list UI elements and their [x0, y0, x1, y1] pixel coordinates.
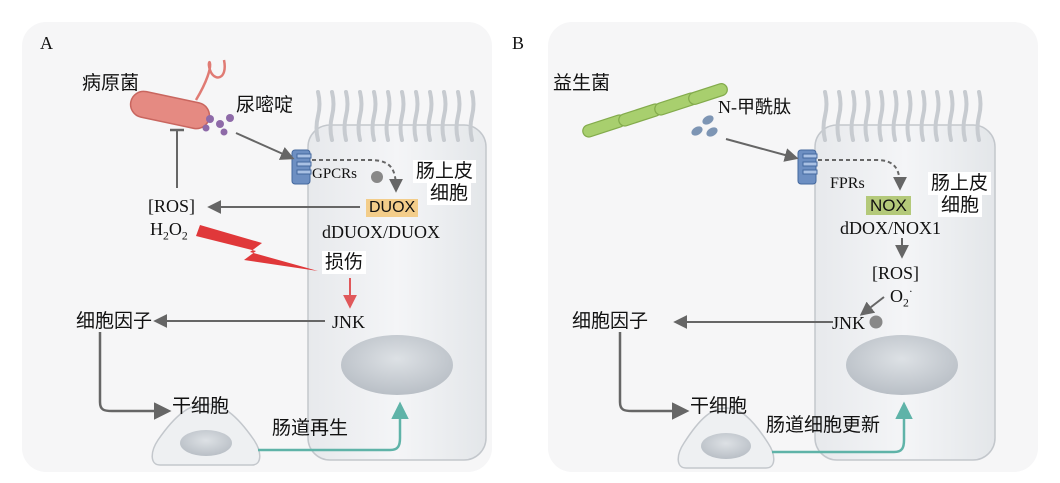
- panel-b-cytokine-label: 细胞因子: [572, 310, 649, 332]
- gpcrs-label: GPCRs: [312, 166, 358, 182]
- gpcr-to-duox-arrow: [312, 159, 403, 193]
- panel-a-signal-node-icon: [371, 171, 383, 183]
- probiotic-bacteria-icon: [582, 83, 728, 138]
- panel-a-cell-label-line2: 细胞: [427, 182, 472, 205]
- damage-bolt-icon: [196, 225, 318, 271]
- fpr-receptor-icon: [797, 149, 818, 185]
- fpr-to-nox-arrow: [818, 159, 907, 191]
- pathogen-label: 病原菌: [82, 72, 140, 94]
- panel-a-microvilli: [314, 90, 476, 142]
- h2o2-o: O: [168, 219, 182, 239]
- n-formyl-peptide-icon: [691, 115, 718, 137]
- panel-b-jnk-label: JNK: [832, 313, 866, 333]
- panel-a-stem-cell-label: 干细胞: [172, 395, 230, 417]
- panel-a-cytokine-label: 细胞因子: [76, 310, 153, 332]
- panel-a-epithelial-cell: [307, 90, 487, 461]
- superoxide-label: O2·: [890, 286, 913, 309]
- h2o2-label: H2O2: [150, 220, 188, 242]
- duox-label: DUOX: [366, 199, 419, 217]
- uracil-dots-icon: [202, 114, 234, 136]
- panel-b-microvilli: [821, 90, 983, 142]
- dduox-label: dDUOX/DUOX: [322, 222, 440, 242]
- cytokine-to-stemcell-arrow: [98, 332, 172, 420]
- uracil-to-gpcr-arrow: [235, 132, 295, 160]
- panel-b-ros-label: [ROS]: [872, 263, 920, 283]
- panel-a-letter: A: [40, 33, 53, 53]
- o2-sub: 2: [903, 296, 909, 310]
- uracil-label: 尿嘧啶: [236, 94, 294, 116]
- panel-b-signal-node-icon: [869, 315, 883, 329]
- panel-b-nucleus: [846, 335, 958, 395]
- panel-b-cell-label-line2: 细胞: [938, 194, 983, 217]
- ros-label: [ROS]: [148, 196, 196, 216]
- o2-radical-dot: ·: [908, 285, 913, 298]
- peptide-to-fpr-arrow: [725, 138, 799, 162]
- regeneration-label: 肠道再生: [272, 417, 349, 439]
- panel-b-cell-label-line1: 肠上皮: [928, 172, 992, 195]
- panel-b-stem-cell: [677, 407, 775, 469]
- panel-a-jnk-label: JNK: [332, 312, 366, 332]
- panel-b-stem-cell-label: 干细胞: [690, 395, 748, 417]
- renewal-arrow: [772, 401, 913, 454]
- nox-label: NOX: [866, 196, 911, 215]
- h2o2-sub1: 2: [163, 229, 169, 243]
- h2o2-sub2: 2: [181, 229, 188, 243]
- regeneration-arrow: [258, 401, 409, 452]
- gpcr-receptor-icon: [291, 149, 312, 185]
- panel-a-stem-cell: [151, 403, 261, 466]
- o2-o: O: [890, 286, 903, 306]
- ddox-label: dDOX/NOX1: [840, 218, 941, 238]
- panel-a-cell-label-line1: 肠上皮: [413, 160, 477, 183]
- renewal-label: 肠道细胞更新: [766, 414, 881, 436]
- panel-b-cytokine-to-stemcell-arrow: [618, 332, 690, 420]
- h2o2-h: H: [150, 219, 163, 239]
- probiotic-label: 益生菌: [553, 72, 611, 94]
- n-formyl-peptide-label: N-甲酰肽: [718, 97, 791, 117]
- fprs-label: FPRs: [830, 175, 865, 192]
- damage-label: 损伤: [322, 251, 367, 274]
- panel-a-nucleus: [341, 335, 453, 395]
- panel-b-letter: B: [512, 33, 525, 53]
- ros-to-jnk-arrow: [859, 296, 885, 316]
